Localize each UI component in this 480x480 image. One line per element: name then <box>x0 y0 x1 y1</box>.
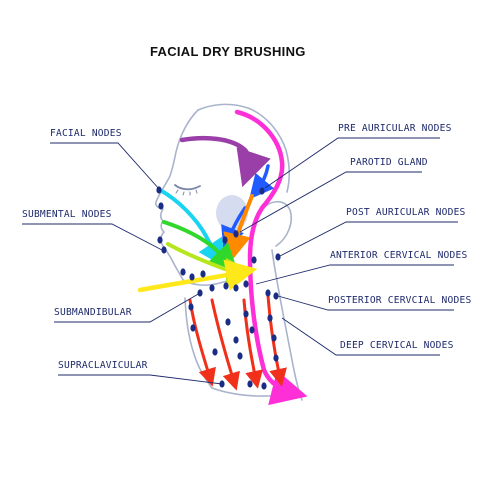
lymph-node <box>189 273 195 281</box>
label-anterior-cervical-nodes: ANTERIOR CERVICAL NODES <box>330 250 467 261</box>
label-submandibular: SUBMANDIBULAR <box>54 307 132 318</box>
magenta-scalp-arrow <box>234 109 308 406</box>
label-pre-auricular-nodes: PRE AURICULAR NODES <box>338 123 452 134</box>
lymph-node <box>275 253 281 261</box>
skull-line <box>197 103 290 193</box>
leader-submandibular <box>54 292 201 323</box>
label-parotid-gland: PAROTID GLAND <box>350 157 428 168</box>
lymph-node <box>157 236 163 244</box>
lymph-node <box>243 280 249 288</box>
lymph-node <box>243 310 249 318</box>
lymph-node <box>259 187 265 195</box>
label-deep-cervical-nodes: DEEP CERVICAL NODES <box>340 340 454 351</box>
lymph-node <box>251 256 257 264</box>
eyelash-line <box>175 189 198 196</box>
leader-pre-auricular <box>264 137 440 189</box>
lymph-node <box>156 186 162 194</box>
lymph-node <box>233 284 239 292</box>
ear-line <box>261 200 292 247</box>
leader-anterior-cervical <box>255 264 454 285</box>
leader-posterior-cervical <box>277 295 454 311</box>
lymph-node <box>271 334 277 342</box>
label-facial-nodes: FACIAL NODES <box>50 128 122 139</box>
blue-preauricular-arrow <box>249 164 275 200</box>
yellow-jaw-arrow <box>137 259 258 293</box>
lymph-node <box>249 326 255 334</box>
leader-lines <box>22 137 458 385</box>
leader-deep-cervical <box>281 317 440 356</box>
lymph-node <box>222 236 228 244</box>
eye-line <box>174 184 201 191</box>
label-posterior-cervical-nodes: POSTERIOR CERVCIAL NODES <box>328 295 471 306</box>
lymph-node <box>158 202 164 210</box>
lymph-node <box>180 268 186 276</box>
page-title: FACIAL DRY BRUSHING <box>150 44 306 59</box>
label-post-auricular-nodes: POST AURICULAR NODES <box>346 207 466 218</box>
lymph-node <box>225 318 231 326</box>
lymph-node <box>212 348 218 356</box>
red-neck-arrow-1 <box>188 298 216 387</box>
lymph-node <box>273 292 279 300</box>
red-neck-arrow-3 <box>242 298 263 389</box>
lymph-node <box>261 382 267 390</box>
lymph-node <box>161 246 167 254</box>
lime-jaw-arrow <box>166 242 254 286</box>
label-supraclavicular: SUPRACLAVICULAR <box>58 360 148 371</box>
lymph-node <box>237 352 243 360</box>
leader-facial-nodes <box>50 142 161 191</box>
lymph-node <box>188 303 194 311</box>
lymph-node <box>273 354 279 362</box>
purple-forehead-arrow <box>179 135 271 188</box>
lymph-node <box>233 230 239 238</box>
red-neck-arrow-2 <box>210 298 240 391</box>
lymph-nodes <box>156 186 281 390</box>
lymph-node <box>267 314 273 322</box>
leader-submental-nodes <box>22 223 163 251</box>
neck-back-line <box>271 249 303 401</box>
lymph-node <box>265 289 271 297</box>
leader-parotid <box>239 171 422 233</box>
leader-post-auricular <box>279 221 458 257</box>
leader-supraclavicular <box>58 374 223 385</box>
label-submental-nodes: SUBMENTAL NODES <box>22 209 112 220</box>
brush-arrows <box>137 109 308 406</box>
face-profile-line <box>155 109 199 281</box>
lymph-node <box>209 284 215 292</box>
lymph-node <box>223 282 229 290</box>
green-chin-arrow <box>162 220 238 272</box>
lymph-node <box>247 380 253 388</box>
lymph-node <box>190 324 196 332</box>
lymph-node <box>200 270 206 278</box>
lymph-node <box>233 336 239 344</box>
